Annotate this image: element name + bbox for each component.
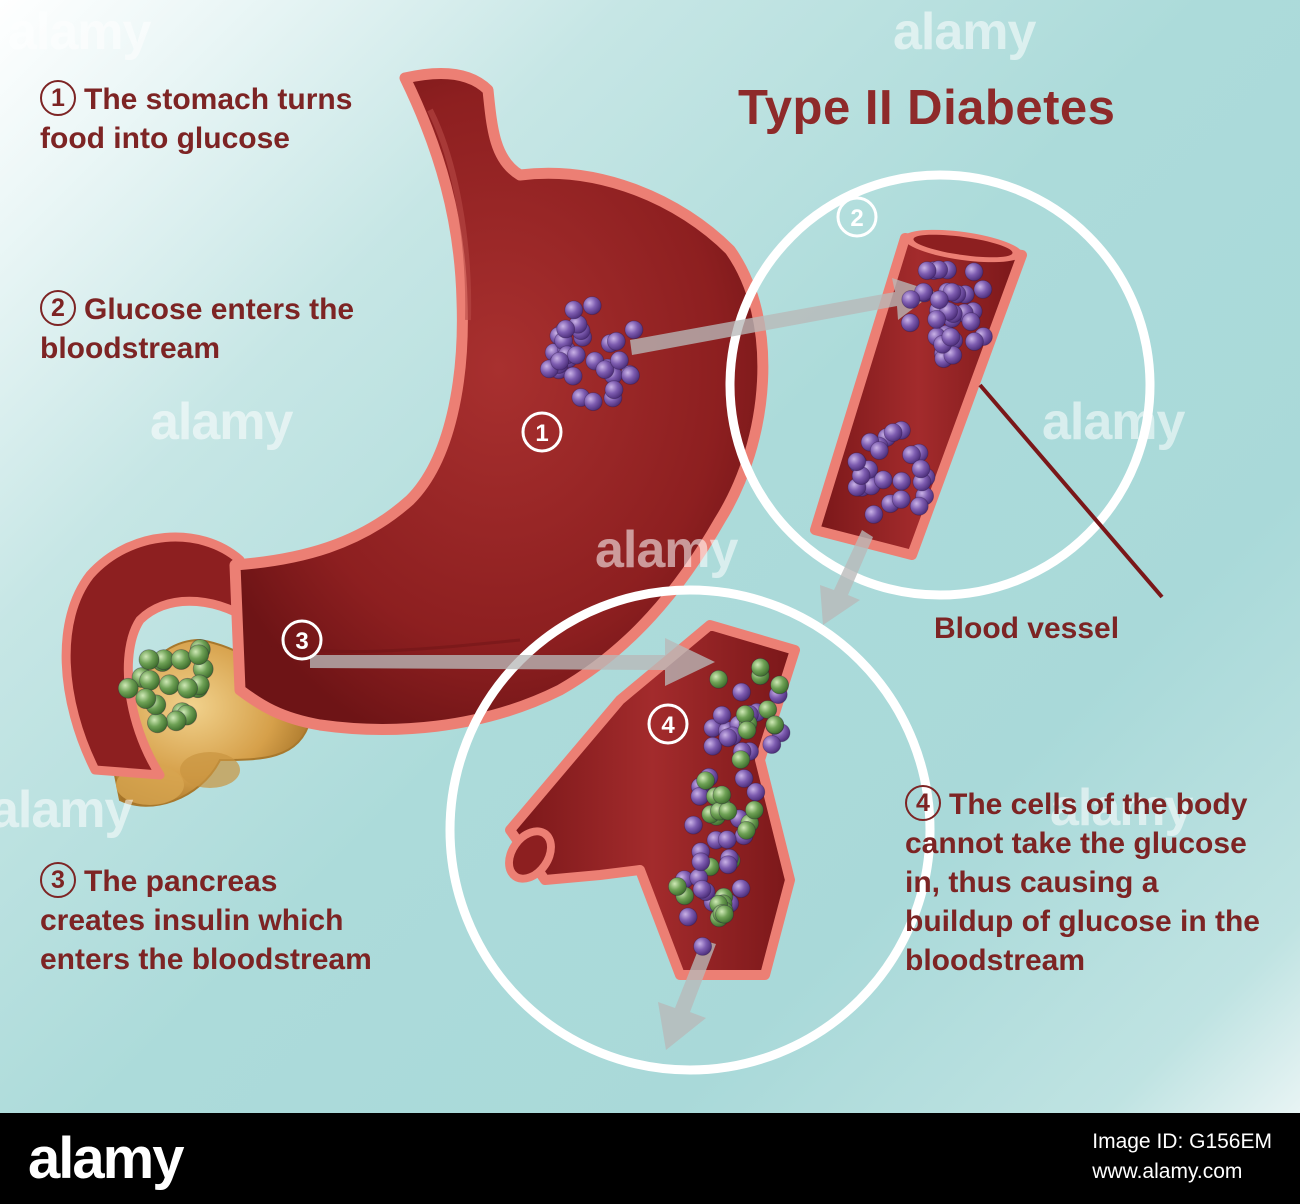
svg-text:1: 1 [535,420,548,447]
marker-1: 1 [521,411,563,453]
footer-bar: alamy Image ID: G156EM www.alamy.com [0,1113,1300,1204]
watermark: alamy [1042,393,1185,451]
arrows [310,278,935,1050]
watermark: alamy [595,521,738,579]
insulin-in-bloodstream [696,750,764,877]
svg-text:4: 4 [661,712,675,739]
marker-4: 4 [647,703,689,745]
watermark: alamy [893,3,1036,61]
diagram-markers: 1 2 3 4 [281,196,878,745]
footer-logo: alamy [28,1126,184,1191]
watermark: alamy [0,781,133,839]
molecule-clusters [117,260,993,956]
magnifier-circle-upper [725,170,1155,600]
stomach [229,68,769,735]
svg-text:2: 2 [850,205,863,232]
footer-image-info: Image ID: G156EM www.alamy.com [1092,1127,1272,1187]
blood-vessel-pointer [978,383,1164,599]
glucose-cluster-vessel [847,420,936,524]
step-text-2: Glucose enters the bloodstream [40,293,355,365]
magnifier-circle-lower [445,585,935,1075]
page-title: Type II Diabetes [738,81,1116,135]
glucose-cluster-stomach [539,296,644,412]
insulin-cluster-pancreas [117,639,214,734]
step-text-1: The stomach turns food into glucose [40,83,353,155]
insulin-in-bloodstream [709,658,789,740]
watermark: alamy [8,3,151,61]
step-number-1: 1 [40,80,76,116]
diabetes-illustration: 1 2 3 4 [61,68,1164,1075]
insulin-in-bloodstream [668,877,734,928]
step-number-4: 4 [905,785,941,821]
glucose-cluster-vessel [900,260,993,369]
step-text-3: The pancreas creates insulin which enter… [40,865,372,976]
svg-text:3: 3 [295,628,308,655]
footer-site: www.alamy.com [1092,1160,1243,1183]
marker-2: 2 [836,196,878,238]
diagram-canvas: 1 2 3 4 alamy alamy alamy alamy alamy al… [0,0,1300,1113]
step-number-3: 3 [40,862,76,898]
step-number-2: 2 [40,290,76,326]
footer-image-id: Image ID: G156EM [1092,1130,1272,1153]
watermark: alamy [150,393,293,451]
marker-3: 3 [281,619,323,661]
blood-vessel-label: Blood vessel [934,612,1120,645]
step-text-4: The cells of the body cannot take the gl… [905,788,1260,977]
glucose-in-bloodstream [674,848,751,956]
watermark: alamy [1050,779,1193,837]
